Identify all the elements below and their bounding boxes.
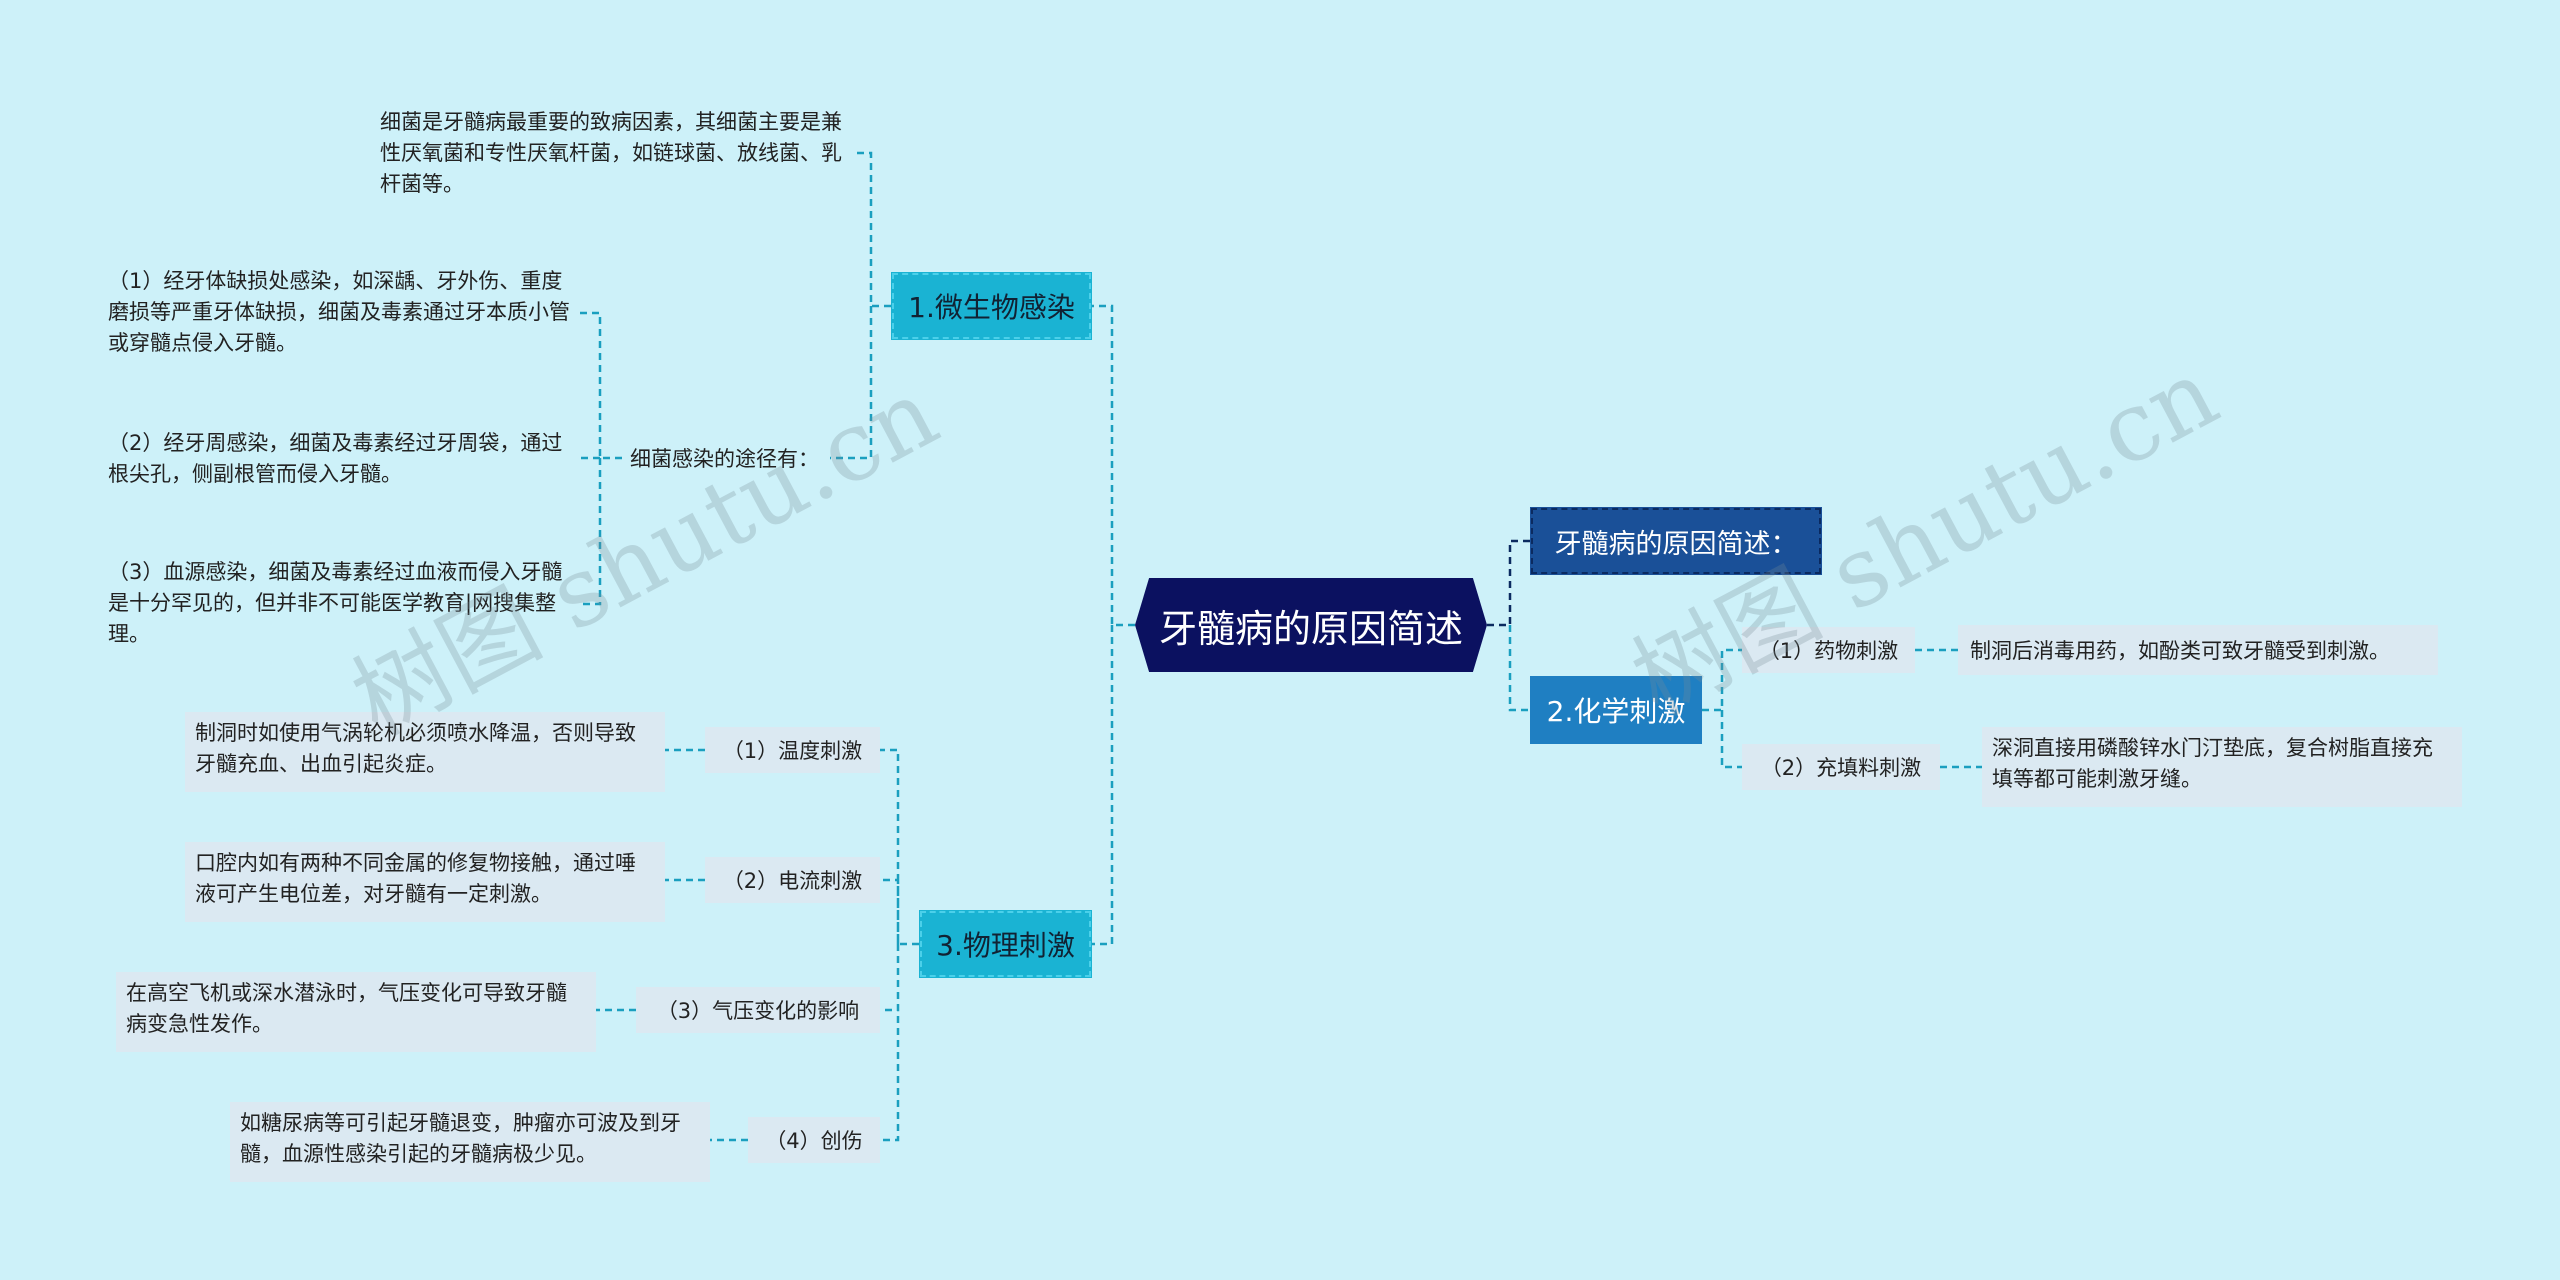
branch3-item-3-label: （3）气压变化的影响 [656,999,860,1023]
branch1-route-label[interactable]: 细菌感染的途径有： [630,440,819,476]
link-root-intro [1487,539,1530,627]
link-b2-items [1702,648,1742,769]
branch3-item-4-desc-text: 如糖尿病等可引起牙髓退变，肿瘤亦可波及到牙髓，血源性感染引起的牙髓病极少见。 [240,1111,681,1166]
branch3-item-3-desc: 在高空飞机或深水潜泳时，气压变化可导致牙髓病变急性发作。 [116,972,596,1052]
branch3-item-3-desc-text: 在高空飞机或深水潜泳时，气压变化可导致牙髓病变急性发作。 [126,981,567,1036]
branch2-item-1[interactable]: （1）药物刺激 [1742,627,1915,673]
intro-label: 牙髓病的原因简述： [1554,528,1798,560]
link-root-branch2 [1508,625,1530,712]
branch1-desc: 细菌是牙髓病最重要的致病因素，其细菌主要是兼性厌氧菌和专性厌氧杆菌，如链球菌、放… [380,107,850,200]
branch2-item-2-desc: 深洞直接用磷酸锌水门汀垫底，复合树脂直接充填等都可能刺激牙缝。 [1982,727,2462,807]
branch3-item-2-desc-text: 口腔内如有两种不同金属的修复物接触，通过唾液可产生电位差，对牙髓有一定刺激。 [195,851,636,906]
branch3-item-1-label: （1）温度刺激 [722,739,863,763]
intro-node[interactable]: 牙髓病的原因简述： [1530,507,1822,575]
route-item-1-text: （1）经牙体缺损处感染，如深龋、牙外伤、重度磨损等严重牙体缺损，细菌及毒素通过牙… [108,269,570,355]
route-item-3: （3）血源感染，细菌及毒素经过血液而侵入牙髓是十分罕见的，但并非不可能医学教育|… [108,557,578,650]
link-root-branch1 [1092,304,1135,627]
route-item-2-text: （2）经牙周感染，细菌及毒素经过牙周袋，通过根尖孔，侧副根管而侵入牙髓。 [108,431,563,486]
branch3-item-4-label: （4）创伤 [765,1129,863,1153]
branch2-item-1-desc-text: 制洞后消毒用药，如酚类可致牙髓受到刺激。 [1970,639,2390,663]
branch1-desc-text: 细菌是牙髓病最重要的致病因素，其细菌主要是兼性厌氧菌和专性厌氧杆菌，如链球菌、放… [380,110,842,196]
branch3-item-4-desc: 如糖尿病等可引起牙髓退变，肿瘤亦可波及到牙髓，血源性感染引起的牙髓病极少见。 [230,1102,710,1182]
branch2-node[interactable]: 2.化学刺激 [1530,676,1702,744]
branch3-item-2[interactable]: （2）电流刺激 [705,857,880,903]
branch1-node[interactable]: 1.微生物感染 [891,272,1092,340]
root-node[interactable]: 牙髓病的原因简述 [1135,578,1487,672]
route-item-3-text: （3）血源感染，细菌及毒素经过血液而侵入牙髓是十分罕见的，但并非不可能医学教育|… [108,560,563,646]
branch3-item-1-desc: 制洞时如使用气涡轮机必须喷水降温，否则导致牙髓充血、出血引起炎症。 [185,712,665,792]
root-label: 牙髓病的原因简述 [1158,606,1463,651]
link-route-items [580,311,622,606]
link-root-branch3 [1092,625,1114,946]
branch2-item-2[interactable]: （2）充填料刺激 [1742,744,1940,790]
branch3-item-3[interactable]: （3）气压变化的影响 [636,987,880,1033]
branch3-node[interactable]: 3.物理刺激 [919,910,1092,978]
branch3-item-4[interactable]: （4）创伤 [748,1117,880,1163]
link-b1-desc [852,151,891,308]
branch2-item-2-label: （2）充填料刺激 [1760,756,1922,780]
branch2-item-1-label: （1）药物刺激 [1758,639,1899,663]
route-item-1: （1）经牙体缺损处感染，如深龋、牙外伤、重度磨损等严重牙体缺损，细菌及毒素通过牙… [108,266,578,359]
branch2-item-2-desc-text: 深洞直接用磷酸锌水门汀垫底，复合树脂直接充填等都可能刺激牙缝。 [1992,736,2433,791]
branch1-route-text: 细菌感染的途径有： [630,447,819,471]
route-item-2: （2）经牙周感染，细菌及毒素经过牙周袋，通过根尖孔，侧副根管而侵入牙髓。 [108,428,578,490]
branch3-item-1[interactable]: （1）温度刺激 [705,727,880,773]
branch3-item-2-desc: 口腔内如有两种不同金属的修复物接触，通过唾液可产生电位差，对牙髓有一定刺激。 [185,842,665,922]
branch3-item-1-desc-text: 制洞时如使用气涡轮机必须喷水降温，否则导致牙髓充血、出血引起炎症。 [195,721,636,776]
branch1-label: 1.微生物感染 [908,291,1075,324]
branch2-label: 2.化学刺激 [1546,695,1686,728]
branch2-item-1-desc: 制洞后消毒用药，如酚类可致牙髓受到刺激。 [1958,625,2438,675]
link-b1-route [830,306,873,460]
branch3-label: 3.物理刺激 [936,929,1075,962]
link-b3-items [880,748,919,1142]
branch3-item-2-label: （2）电流刺激 [722,869,863,893]
